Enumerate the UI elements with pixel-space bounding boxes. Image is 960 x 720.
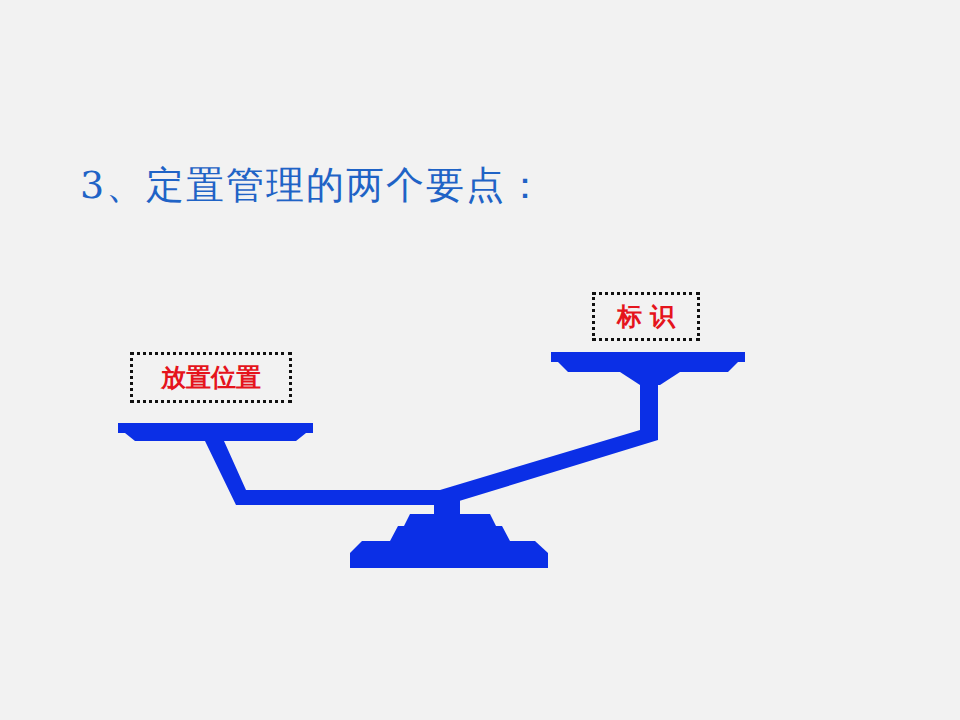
slide-title: 3、定置管理的两个要点： — [80, 160, 546, 211]
label-text: 放置位置 — [161, 361, 261, 394]
beam — [205, 385, 658, 505]
pedestal-base — [350, 541, 548, 568]
pedestal-mid — [390, 526, 510, 541]
right-pan-rim — [558, 362, 738, 372]
scale-body — [118, 352, 745, 568]
left-pan — [118, 423, 313, 433]
pedestal-top — [404, 514, 496, 526]
label-text: 标 识 — [617, 300, 676, 333]
label-box: 放置位置 — [130, 352, 292, 403]
right-pan — [551, 352, 745, 362]
pivot — [434, 498, 460, 514]
label-box: 标 识 — [592, 292, 700, 341]
right-pan-cup — [620, 372, 680, 385]
left-pan-rim — [125, 433, 306, 441]
